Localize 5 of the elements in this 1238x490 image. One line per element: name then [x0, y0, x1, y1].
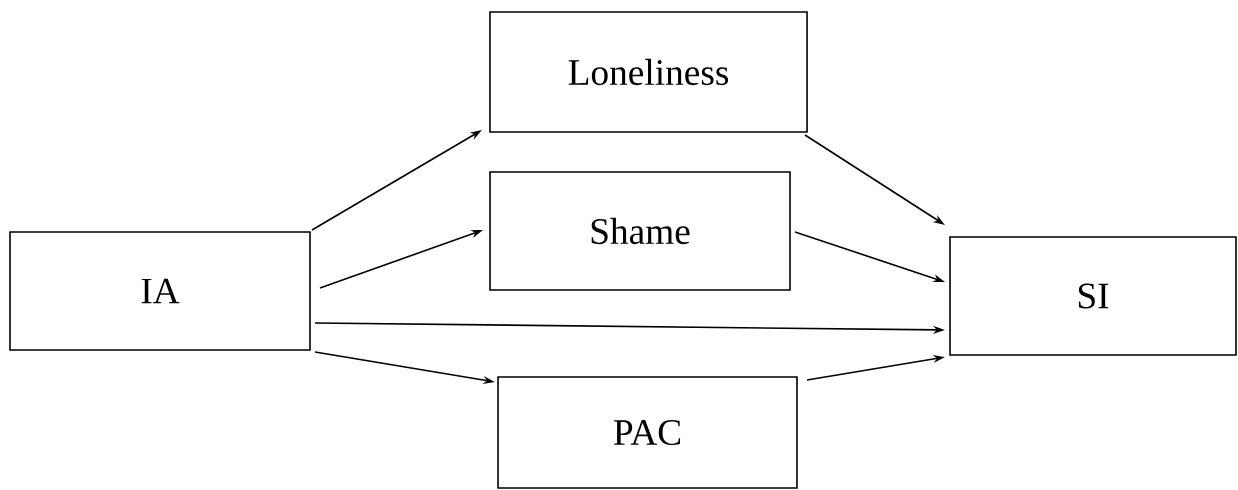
- text-box: Shame: [489, 171, 791, 291]
- text-box: PAC: [497, 376, 798, 489]
- text-box: Loneliness: [489, 11, 808, 133]
- text-box: IA: [9, 231, 311, 351]
- text-box: SI: [949, 236, 1237, 356]
